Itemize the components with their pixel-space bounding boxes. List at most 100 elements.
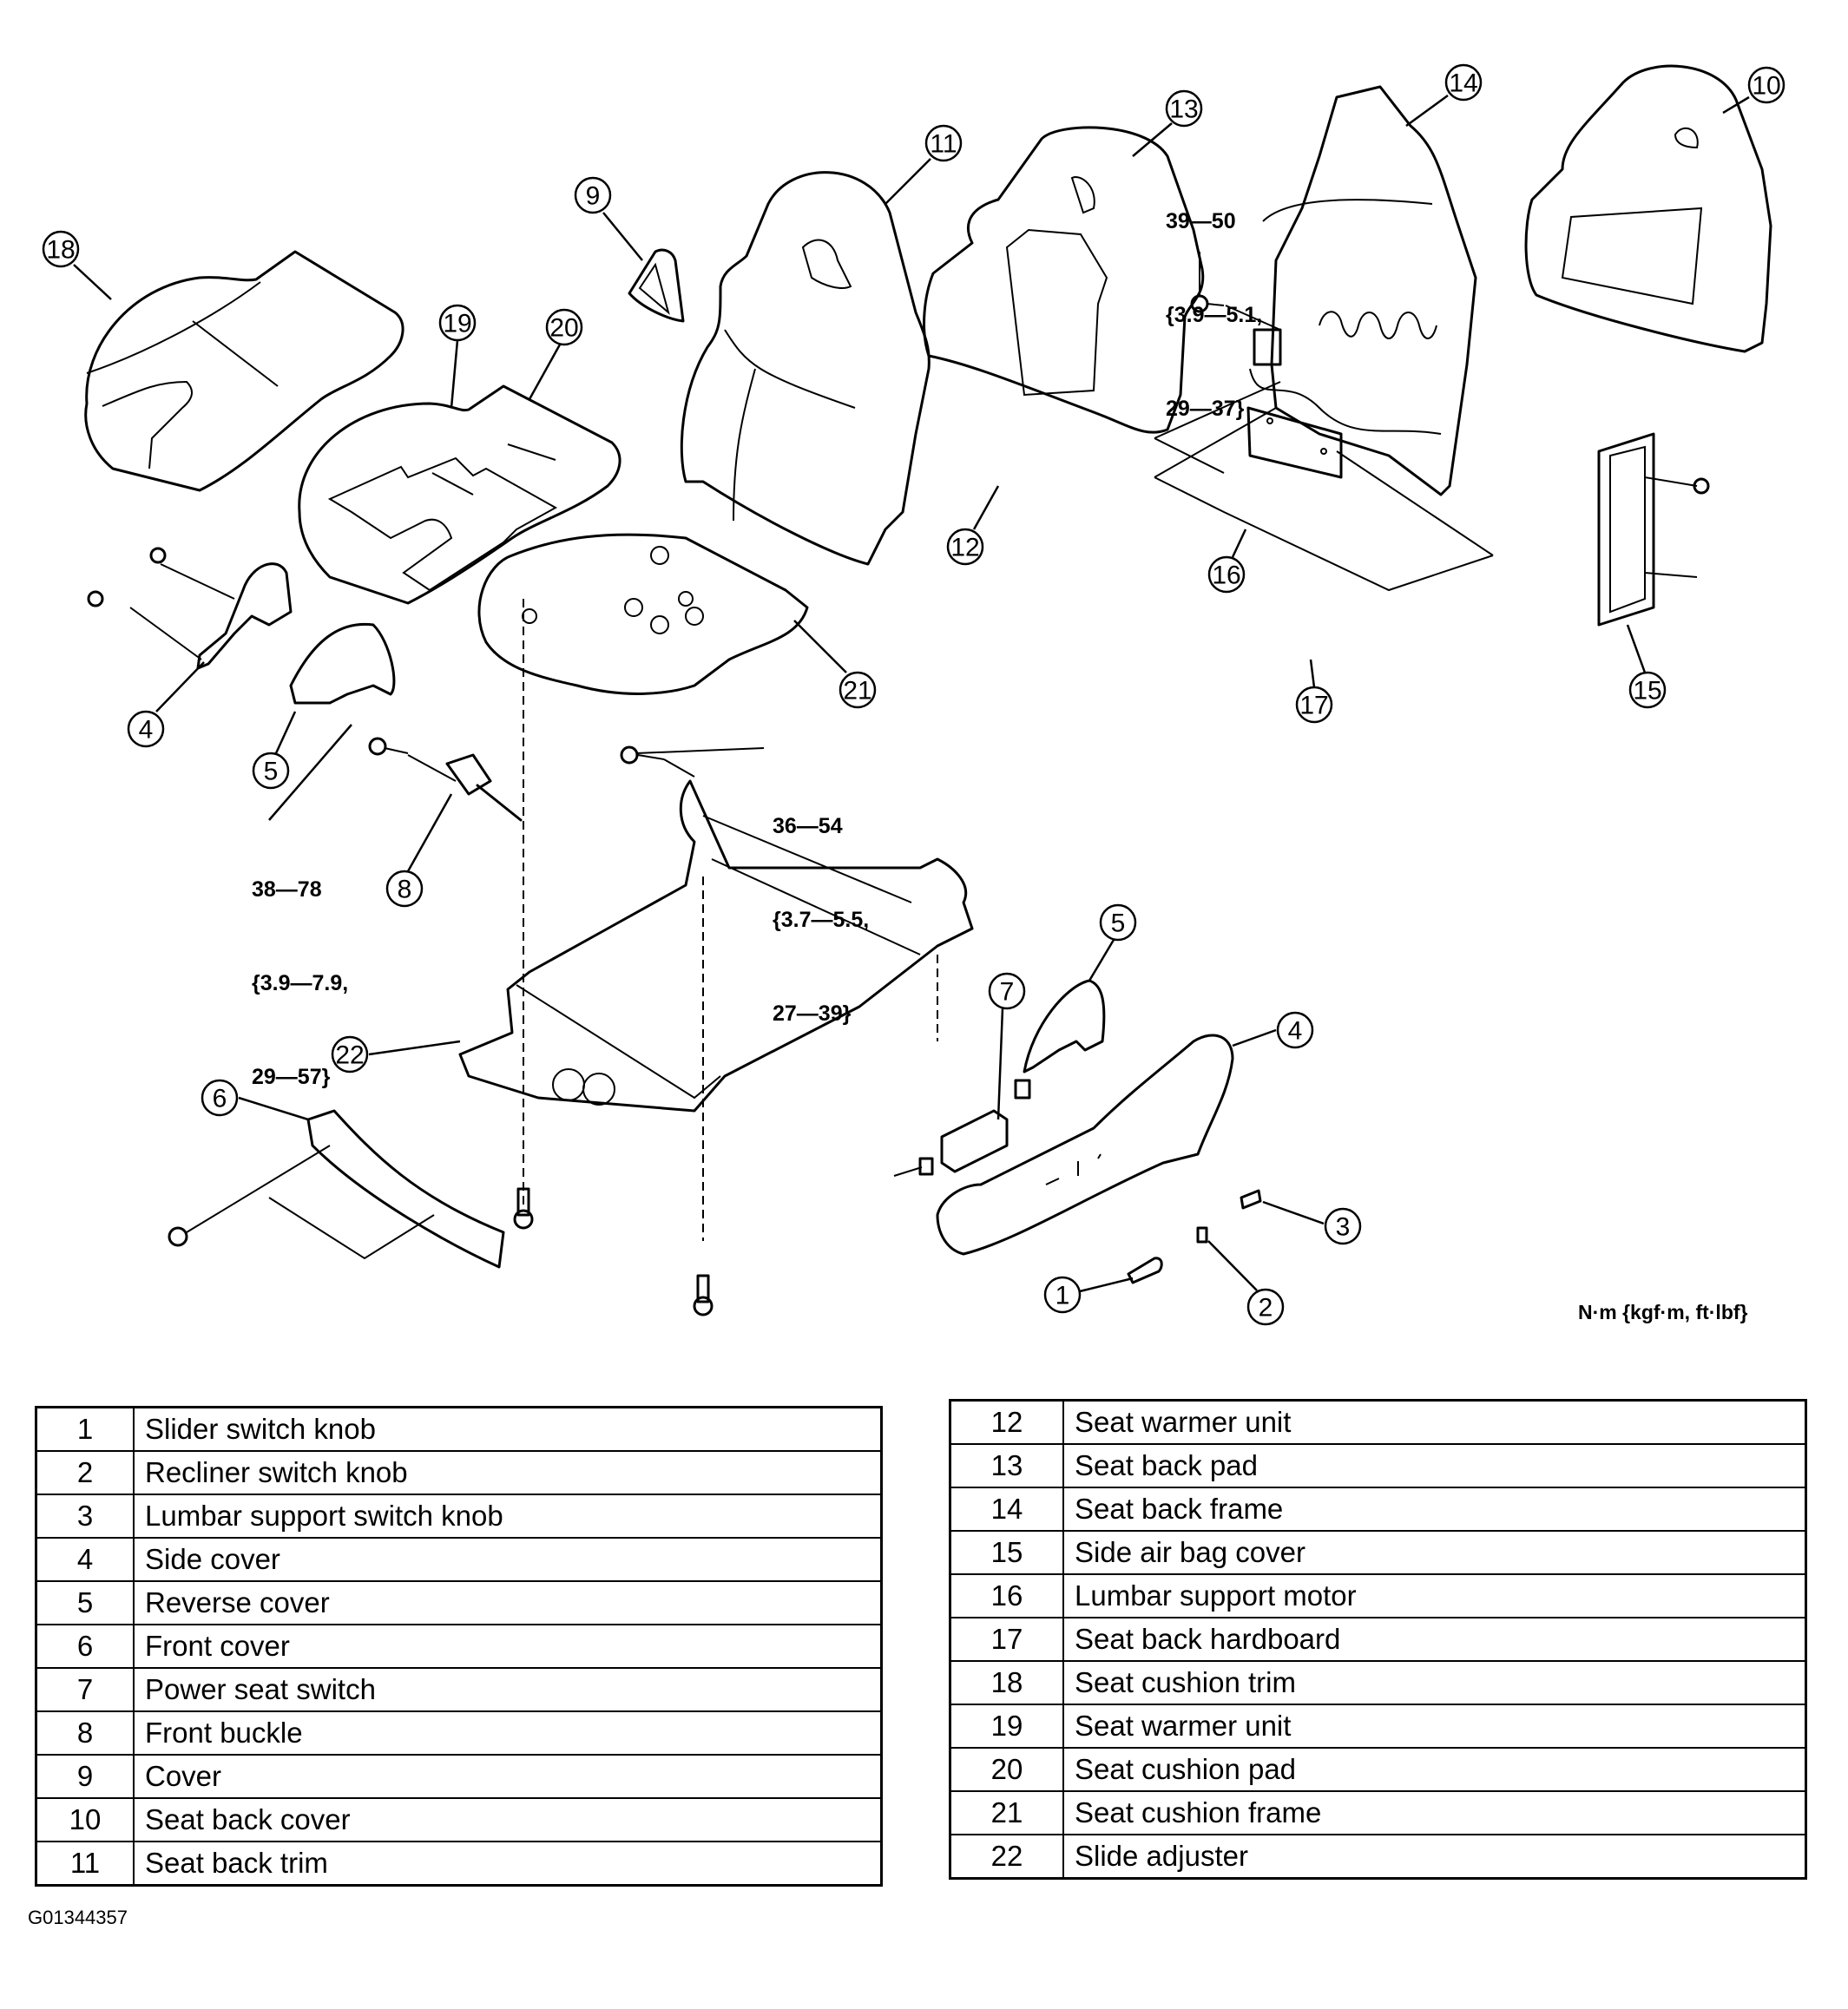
callout-leaders: [73, 94, 1750, 1293]
callout-18: 18: [42, 230, 80, 268]
part-name: Lumbar support motor: [1062, 1573, 1807, 1618]
callout-circle: [1628, 671, 1667, 709]
part-number: 10: [35, 1797, 135, 1842]
callout-number: 7: [1000, 978, 1015, 1007]
torque-spec-recliner-bolt: 36—54 {3.7—5.5, 27—39}: [773, 748, 869, 1060]
part-name: Lumbar support switch knob: [133, 1494, 883, 1539]
callout-19: 19: [438, 304, 477, 342]
callout-number: 3: [1336, 1213, 1351, 1242]
callout-number: 12: [950, 534, 979, 562]
part-name: Seat cushion trim: [1062, 1660, 1807, 1705]
callout-circle: [1165, 89, 1203, 128]
callout-circle: [545, 308, 583, 346]
part-name: Reverse cover: [133, 1580, 883, 1625]
part-front-cover: [268, 1109, 505, 1269]
callout-circle: [201, 1079, 239, 1117]
part-number: 18: [949, 1660, 1064, 1705]
part-seat-back-frame: [1154, 85, 1494, 592]
part-number: 4: [35, 1537, 135, 1582]
callout-17: 17: [1295, 686, 1333, 724]
part-seat-back-pad: [923, 126, 1205, 434]
callout-number: 5: [1111, 909, 1126, 938]
callout-3: 3: [1324, 1207, 1362, 1245]
callout-9: 9: [574, 176, 612, 214]
part-number: 9: [35, 1754, 135, 1799]
torque-line: {3.9—7.9,: [252, 971, 349, 995]
part-number: 17: [949, 1617, 1064, 1662]
torque-spec-buckle-bolt: 38—78 {3.9—7.9, 29—57}: [252, 811, 348, 1124]
torque-line: 29—37}: [1166, 397, 1245, 421]
part-name: Side cover: [133, 1537, 883, 1582]
torque-line: 38—78: [252, 877, 322, 902]
callout-21: 21: [839, 671, 877, 709]
part-slide-adjuster: [458, 599, 974, 1241]
callout-8: 8: [385, 870, 424, 908]
callout-number: 16: [1212, 561, 1240, 590]
part-lumbar-support-motor: [1249, 328, 1442, 435]
part-name: Cover: [133, 1754, 883, 1799]
callout-number: 19: [443, 310, 471, 338]
callout-circle: [1099, 903, 1137, 942]
callout-20: 20: [545, 308, 583, 346]
callout-5: 5: [1099, 903, 1137, 942]
callout-circle: [385, 870, 424, 908]
part-seat-cushion-frame: [477, 533, 809, 695]
part-number: 20: [949, 1747, 1064, 1792]
part-number: 15: [949, 1530, 1064, 1575]
callout-number: 4: [1288, 1017, 1303, 1046]
torque-spec-seat-back-bolt: 39—50 {3.9—5.1, 29—37}: [1166, 143, 1262, 456]
part-reverse-cover-left: [289, 622, 396, 705]
part-number: 14: [949, 1487, 1064, 1532]
torque-line: {3.7—5.5,: [773, 908, 870, 932]
torque-unit-note: N·m {kgf·m, ft·lbf}: [1578, 1301, 1748, 1323]
callout-number: 4: [139, 716, 154, 745]
part-front-buckle: [368, 737, 523, 822]
part-side-cover-right: [936, 1034, 1234, 1256]
callout-number: 15: [1633, 677, 1661, 706]
callout-circle: [1043, 1276, 1082, 1314]
torque-line: 39—50: [1166, 209, 1236, 233]
callout-10: 10: [1747, 66, 1786, 104]
callout-circle: [1324, 1207, 1362, 1245]
callout-number: 2: [1259, 1294, 1273, 1323]
part-number: 1: [35, 1406, 135, 1452]
part-name: Seat warmer unit: [1062, 1704, 1807, 1749]
callout-number: 11: [930, 130, 957, 159]
callout-number: 17: [1299, 692, 1328, 720]
callout-circle: [924, 124, 963, 162]
floor-bolt-icons: [168, 1145, 714, 1316]
part-seat-back-trim: [680, 171, 931, 566]
part-side-cover-left: [87, 547, 293, 670]
callout-number: 20: [549, 314, 578, 343]
part-side-airbag-cover: [1597, 432, 1710, 627]
callout-number: 5: [264, 758, 279, 786]
callout-16: 16: [1207, 555, 1246, 594]
callout-circle: [1295, 686, 1333, 724]
part-name: Seat back cover: [133, 1797, 883, 1842]
callout-5: 5: [252, 752, 290, 790]
part-number: 12: [949, 1399, 1064, 1445]
torque-line: 29—57}: [252, 1065, 331, 1089]
part-number: 13: [949, 1443, 1064, 1488]
callout-circle: [1444, 63, 1483, 102]
callout-number: 14: [1449, 69, 1477, 98]
callout-circle: [946, 528, 984, 566]
part-power-seat-switch: [893, 1109, 1009, 1177]
part-name: Slide adjuster: [1062, 1834, 1807, 1880]
callout-number: 8: [398, 876, 412, 904]
callout-11: 11: [924, 124, 963, 162]
part-number: 19: [949, 1704, 1064, 1749]
